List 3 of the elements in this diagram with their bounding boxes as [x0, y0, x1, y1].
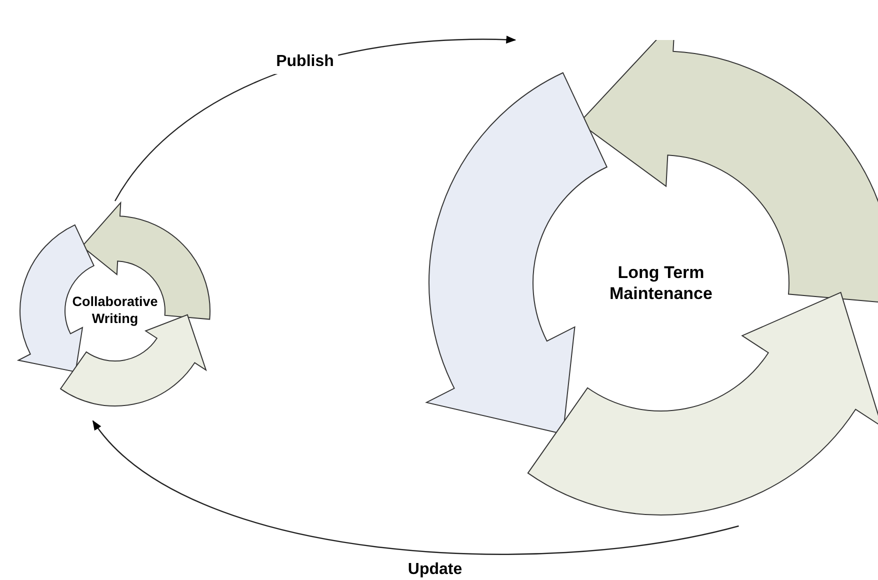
- cycle-label: Long Term Maintenance: [608, 262, 714, 304]
- curved-arrow: [92, 420, 739, 555]
- cycle-label: Collaborative Writing: [71, 294, 159, 328]
